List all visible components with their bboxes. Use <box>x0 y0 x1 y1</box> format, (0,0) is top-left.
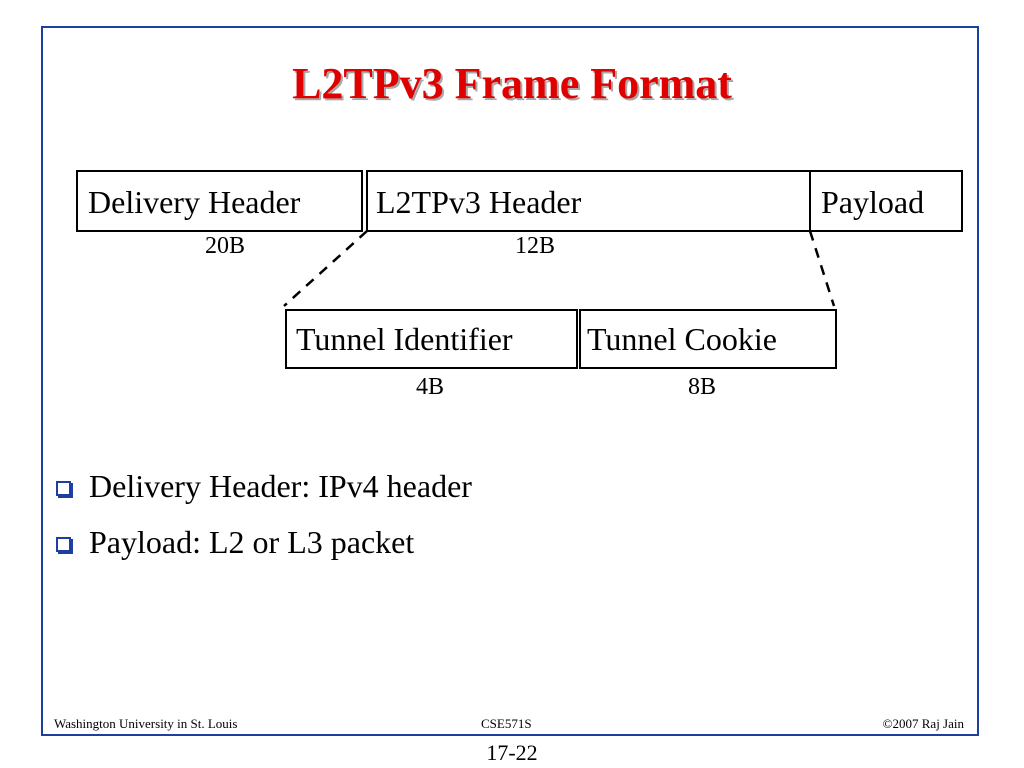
payload-box <box>809 170 963 232</box>
tunnel-cookie-label: Tunnel Cookie <box>587 321 777 357</box>
tunnel-cookie-box <box>579 309 837 369</box>
bullet-item: Payload: L2 or L3 packet <box>56 514 472 570</box>
square-bullet-icon <box>56 536 71 552</box>
delivery-header-box <box>76 170 363 232</box>
delivery-header-label: Delivery Header <box>88 184 301 220</box>
footer-center: CSE571S <box>481 716 532 731</box>
tunnel-identifier-size: 4B <box>416 374 445 400</box>
bullet-item: Delivery Header: IPv4 header <box>56 458 472 514</box>
page-number: 17-22 <box>486 740 538 765</box>
payload-label: Payload <box>821 184 925 220</box>
tunnel-identifier-label: Tunnel Identifier <box>296 321 513 357</box>
delivery-header-size: 20B <box>205 233 246 259</box>
bullet-text: Payload: L2 or L3 packet <box>89 523 415 560</box>
footer-right: ©2007 Raj Jain <box>882 716 964 731</box>
footer-left: Washington University in St. Louis <box>54 716 238 731</box>
expansion-line-right <box>808 230 836 307</box>
expansion-line-left <box>283 230 368 307</box>
l2tpv3-header-label: L2TPv3 Header <box>376 184 582 220</box>
bullet-list: Delivery Header: IPv4 header Payload: L2… <box>56 458 472 570</box>
l2tpv3-header-size: 12B <box>515 233 556 259</box>
tunnel-cookie-size: 8B <box>688 374 717 400</box>
square-bullet-icon <box>56 480 71 496</box>
slide-title: L2TPv3 Frame Format <box>292 59 732 108</box>
tunnel-identifier-box <box>285 309 578 369</box>
slide-frame <box>41 26 979 736</box>
bullet-text: Delivery Header: IPv4 header <box>89 467 472 504</box>
